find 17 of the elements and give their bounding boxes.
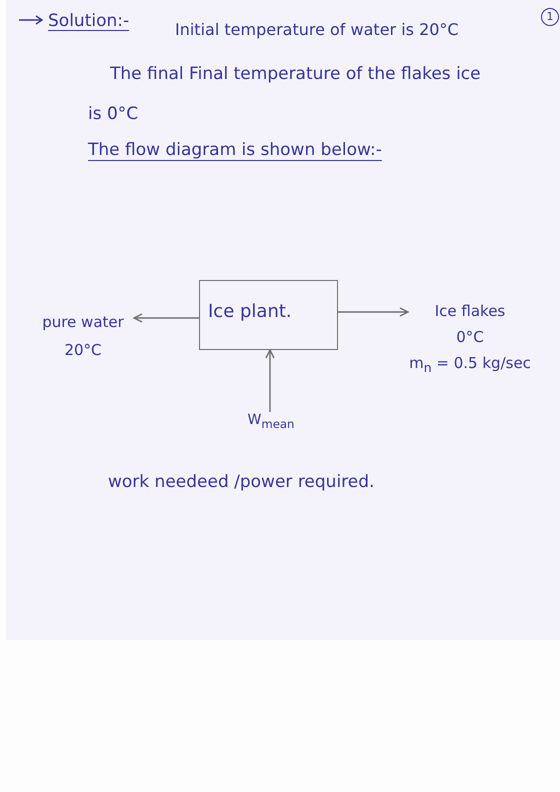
- work-input-label: W$_{mean}$: [248, 412, 294, 431]
- arrow: [338, 307, 409, 317]
- arrow: [265, 349, 275, 412]
- process-box: [199, 280, 338, 350]
- temperature-label: 0°C: [456, 328, 484, 346]
- page-number: 1: [541, 8, 559, 26]
- note-text: Initial temperature of water is 20°C: [175, 20, 459, 40]
- stream-label: Ice flakes: [434, 302, 506, 320]
- flow-rate-label: m$_{n}$ = 0.5 kg/sec: [409, 354, 531, 375]
- note-text: The final Final temperature of the flakes ice is 0°C: [88, 63, 482, 126]
- stream-label: pure water: [42, 313, 124, 331]
- arrow: [133, 313, 199, 323]
- heading: Solution:-: [48, 11, 130, 32]
- note-text: work needeed /power required.: [108, 472, 374, 492]
- box-label: Ice plant.: [208, 301, 292, 323]
- temperature-label: 20°C: [64, 341, 102, 359]
- note-text: The flow diagram is shown below:-: [88, 140, 382, 160]
